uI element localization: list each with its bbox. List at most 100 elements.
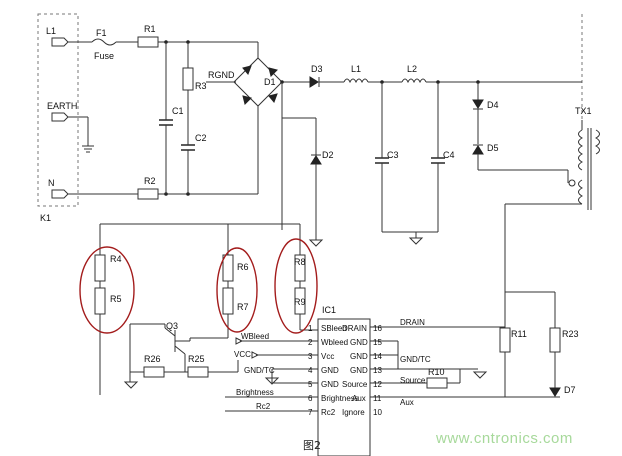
r9-label: R9 [294,297,306,307]
ic1-label: IC1 [322,305,337,315]
ic-pin-14-name: GND [350,352,368,361]
resistor-r25 [187,366,209,378]
d2-label: D2 [322,150,334,160]
transformer-tx1 [568,120,600,210]
diode-d4 [472,99,484,109]
resistor-r1 [137,36,159,48]
resistor-r23 [549,327,561,353]
c1-label: C1 [172,106,184,116]
resistor-r4 [94,254,106,282]
tx1-label: TX1 [575,106,592,116]
net-brightness-label: Brightness [236,388,274,397]
resistor-r2 [137,188,159,200]
diode-d3 [309,76,319,88]
c2-label: C2 [195,133,207,143]
r5-label: R5 [110,294,122,304]
d3-label: D3 [311,64,323,74]
transistor-q3 [164,327,190,355]
r4-label: R4 [110,254,122,264]
r8-label: R8 [294,257,306,267]
ic-pin-10-num: 10 [373,408,382,417]
d1-label: D1 [264,77,276,87]
ic-pin-1-num: 1 [308,324,313,333]
ic-pin-4-name: GND [321,366,339,375]
resistor-r10 [426,377,448,389]
d7-label: D7 [564,385,576,395]
diode-d7 [549,387,561,397]
resistor-r11 [499,327,511,353]
resistor-r3 [182,67,194,91]
c3-label: C3 [387,150,399,160]
rgnd-label: RGND [208,70,235,80]
ic-pin-5-name: GND [321,380,339,389]
net-aux-label: Aux [400,398,414,407]
ic-pin-7-num: 7 [308,408,313,417]
ic-pin-2-name: Wbleed [321,338,349,347]
ic-pin-10-name: Ignore [342,408,365,417]
watermark-text: www.cntronics.com [436,430,573,447]
net-drain-label: DRAIN [400,318,425,327]
l2-label: L2 [407,64,418,74]
diode-d5 [472,145,484,155]
k1-pin-earth-label: EARTH [47,101,78,111]
ic-pin-11-num: 11 [373,394,382,403]
figure-caption: 图2 [303,439,321,452]
ic-pin-12-name: Source [342,380,368,389]
ic1-body [317,318,371,456]
c4-label: C4 [443,150,455,160]
net-gndtc-right-label: GND/TC [400,355,431,364]
ic-pin-16-name: DRAIN [342,324,367,333]
ic-pin-5-num: 5 [308,380,313,389]
inductor-l1 [343,78,369,84]
ic-pin-15-num: 15 [373,338,382,347]
d4-label: D4 [487,100,499,110]
k1-pin-l1-label: L1 [46,26,57,36]
r25-label: R25 [188,354,205,364]
q3-label: Q3 [166,321,179,331]
terminal-earth [51,112,69,122]
fuse-f1 [91,38,117,46]
inductor-l2 [401,78,427,84]
ic-pin-2-num: 2 [308,338,313,347]
highlight-ring-r8-r9 [274,238,318,334]
ic-pin-11-name: Aux [352,394,366,403]
net-rc2-label: Rc2 [256,402,271,411]
net-gndtc-left-label: GND/TC [244,366,275,375]
ic-pin-16-num: 16 [373,324,382,333]
resistor-r26 [143,366,165,378]
r10-label: R10 [428,367,445,377]
net-wbleed-label: WBleed [241,332,270,341]
d5-label: D5 [487,143,499,153]
ic-pin-4-num: 4 [308,366,313,375]
ic-pin-7-name: Rc2 [321,408,336,417]
r26-label: R26 [144,354,161,364]
r1-label: R1 [144,24,156,34]
ic-pin-3-name: Vcc [321,352,335,361]
r7-label: R7 [237,302,249,312]
resistor-r7 [222,287,234,315]
r6-label: R6 [237,262,249,272]
k1-pin-n-label: N [48,178,55,188]
l1-label: L1 [351,64,362,74]
highlight-ring-r4-r5 [79,246,135,334]
terminal-n [51,189,69,199]
ic-pin-1-name: SBleed [321,324,347,333]
net-source-label: Source [400,376,426,385]
resistor-r6 [222,254,234,282]
r3-label: R3 [195,81,207,91]
fuse-ref-label: F1 [96,28,107,38]
ic-pin-13-num: 13 [373,366,382,375]
ic-pin-6-num: 6 [308,394,313,403]
r23-label: R23 [562,329,579,339]
r2-label: R2 [144,176,156,186]
ic-pin-3-num: 3 [308,352,313,361]
r11-label: R11 [511,329,527,339]
ic-pin-12-num: 12 [373,380,382,389]
net-vcc-label: VCC [234,350,251,359]
ic-pin-6-name: Brightness [321,394,359,403]
fuse-text-label: Fuse [94,51,115,61]
ic-pin-14-num: 14 [373,352,382,361]
k1-label: K1 [40,213,52,223]
